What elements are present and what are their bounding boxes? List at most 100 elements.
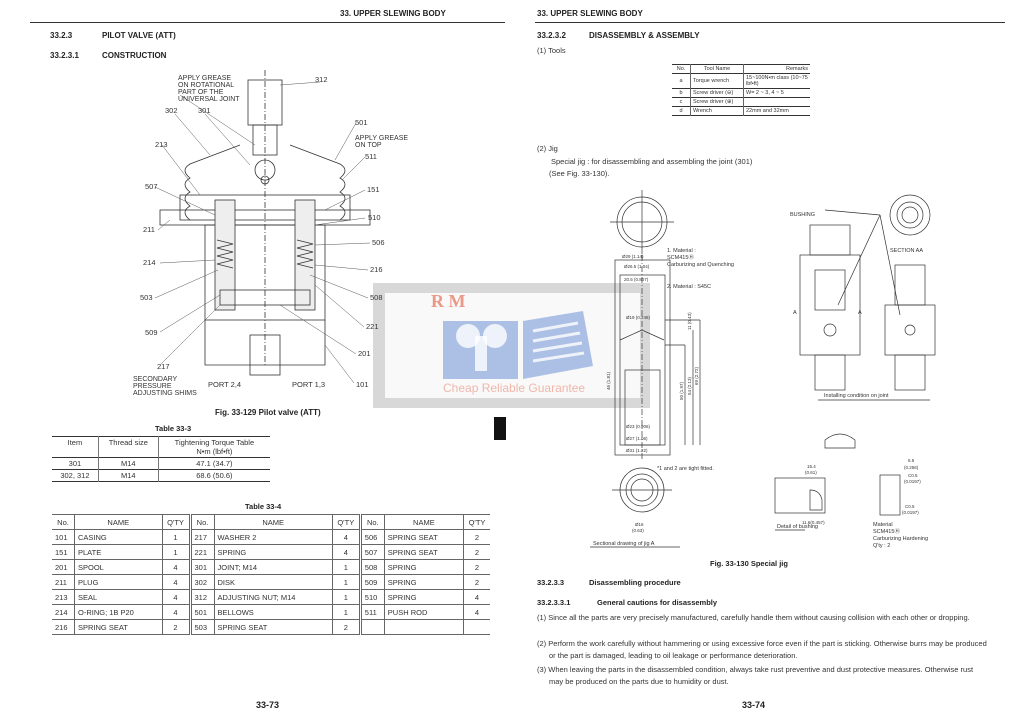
dimension: Ø23 (0.906): [626, 424, 651, 429]
cell: 68.6 (50.6): [157, 469, 270, 482]
part-number: 506: [360, 529, 385, 545]
note-shims: PRESSURE: [133, 383, 172, 390]
dimension: Ø31 (1.22): [626, 448, 648, 453]
view-label: Installing condition on joint: [824, 393, 889, 399]
fit-note: *1 and 2 are tight fitted.: [657, 466, 714, 472]
tool-remarks: 15~100N•m class (10~75 lbf•ft): [743, 73, 810, 89]
tool-remarks: [743, 97, 810, 107]
torque-table: Item Thread size Tightening Torque Table…: [52, 436, 270, 482]
part-number: 211: [52, 574, 75, 590]
note-grease-joint: APPLY GREASE: [178, 75, 231, 82]
dimension: C0.5: [905, 504, 915, 509]
part-name: ADJUSTING NUT; M14: [214, 589, 333, 605]
view-label: SECTION AA: [890, 248, 923, 254]
callout: 201: [358, 349, 371, 358]
dimension: 69 (2.72): [694, 366, 699, 385]
watermark-brand: R M: [431, 291, 466, 311]
subsection-title: CONSTRUCTION: [102, 51, 167, 60]
dimension: 50 (1.97): [679, 381, 684, 400]
watermark: R M Cheap Reliable Guarantee: [373, 283, 650, 408]
dimension: Ø26.5 (1.04): [624, 264, 650, 269]
dimension: (0.63): [632, 528, 644, 533]
part-qty: 4: [332, 544, 362, 560]
callout: 217: [157, 362, 170, 371]
tools-label: (1) Tools: [537, 46, 566, 55]
part-qty: 4: [162, 589, 192, 605]
material-note: Q'ty : 2: [873, 543, 890, 549]
part-name: SPRING: [384, 589, 465, 605]
part-number: 201: [52, 559, 75, 575]
part-name: PUSH ROD: [384, 604, 465, 620]
part-name: JOINT; M14: [214, 559, 333, 575]
figure-caption: Fig. 33-129 Pilot valve (ATT): [215, 408, 321, 417]
part-number: 214: [52, 604, 75, 620]
callout: 213: [155, 140, 168, 149]
dimension: Ø19 (0.748): [626, 315, 651, 320]
cell: M14: [97, 469, 159, 482]
jig-ref: (See Fig. 33-130).: [549, 169, 610, 178]
jig-text: Special jig : for disassembling and asse…: [551, 157, 753, 166]
material-note: 1. Material :: [667, 248, 696, 254]
part-number: 508: [360, 559, 385, 575]
section-mark: A: [858, 310, 862, 316]
part-qty: 1: [332, 559, 362, 575]
callout: 506: [372, 238, 385, 247]
part-number: [360, 619, 385, 635]
part-qty: 4: [332, 529, 362, 545]
part-number: 509: [360, 574, 385, 590]
callout: 507: [145, 182, 158, 191]
cell: M14: [97, 457, 159, 470]
part-number: 213: [52, 589, 75, 605]
part-qty: 1: [162, 544, 192, 560]
part-qty: 2: [463, 559, 490, 575]
part-qty: 2: [463, 574, 490, 590]
dimension: 11 (0.43): [687, 312, 692, 330]
part-name: SPRING: [214, 544, 333, 560]
part-name: CASING: [74, 529, 163, 545]
part-qty: 2: [162, 619, 192, 635]
callout: 302: [165, 106, 178, 115]
part-name: SEAL: [74, 589, 163, 605]
dimension: Ø29 (1.14): [622, 254, 644, 259]
caution-item: (2) Perform the work carefully without h…: [537, 639, 987, 660]
col-header: No.: [190, 514, 215, 530]
callout: 216: [370, 265, 383, 274]
dimension: C0.5: [908, 473, 918, 478]
black-marker: [494, 417, 506, 440]
section-title: Disassembling procedure: [589, 578, 681, 587]
part-qty: 1: [332, 589, 362, 605]
header-rule: [30, 22, 505, 23]
subsection-number: 33.2.3.1: [50, 51, 79, 60]
part-qty: 1: [332, 574, 362, 590]
tool-no: b: [679, 90, 683, 96]
page-number: 33-73: [256, 700, 280, 710]
part-qty: 4: [463, 589, 490, 605]
cell: 301: [68, 459, 82, 468]
note-grease-top: ON TOP: [355, 142, 382, 149]
part-name: SPRING SEAT: [214, 619, 333, 635]
section-number: 33.2.3.3: [537, 578, 565, 587]
part-number: 101: [52, 529, 75, 545]
tool-no: a: [679, 78, 683, 84]
dimension: 54 (2.13): [687, 376, 692, 395]
dimension: (0.0197): [904, 479, 921, 484]
part-name: [384, 619, 465, 635]
page-header: 33. UPPER SLEWING BODY: [340, 9, 446, 18]
callout: 508: [370, 293, 383, 302]
material-note: SCM415Ⓗ: [667, 253, 694, 261]
note-grease-joint: UNIVERSAL JOINT: [178, 96, 240, 103]
part-qty: 4: [162, 604, 192, 620]
watermark-logo-icon: [443, 311, 593, 379]
dimension: 11.6(0.457): [802, 520, 825, 525]
dimension: Ø16: [635, 522, 644, 527]
part-number: 301: [190, 559, 215, 575]
